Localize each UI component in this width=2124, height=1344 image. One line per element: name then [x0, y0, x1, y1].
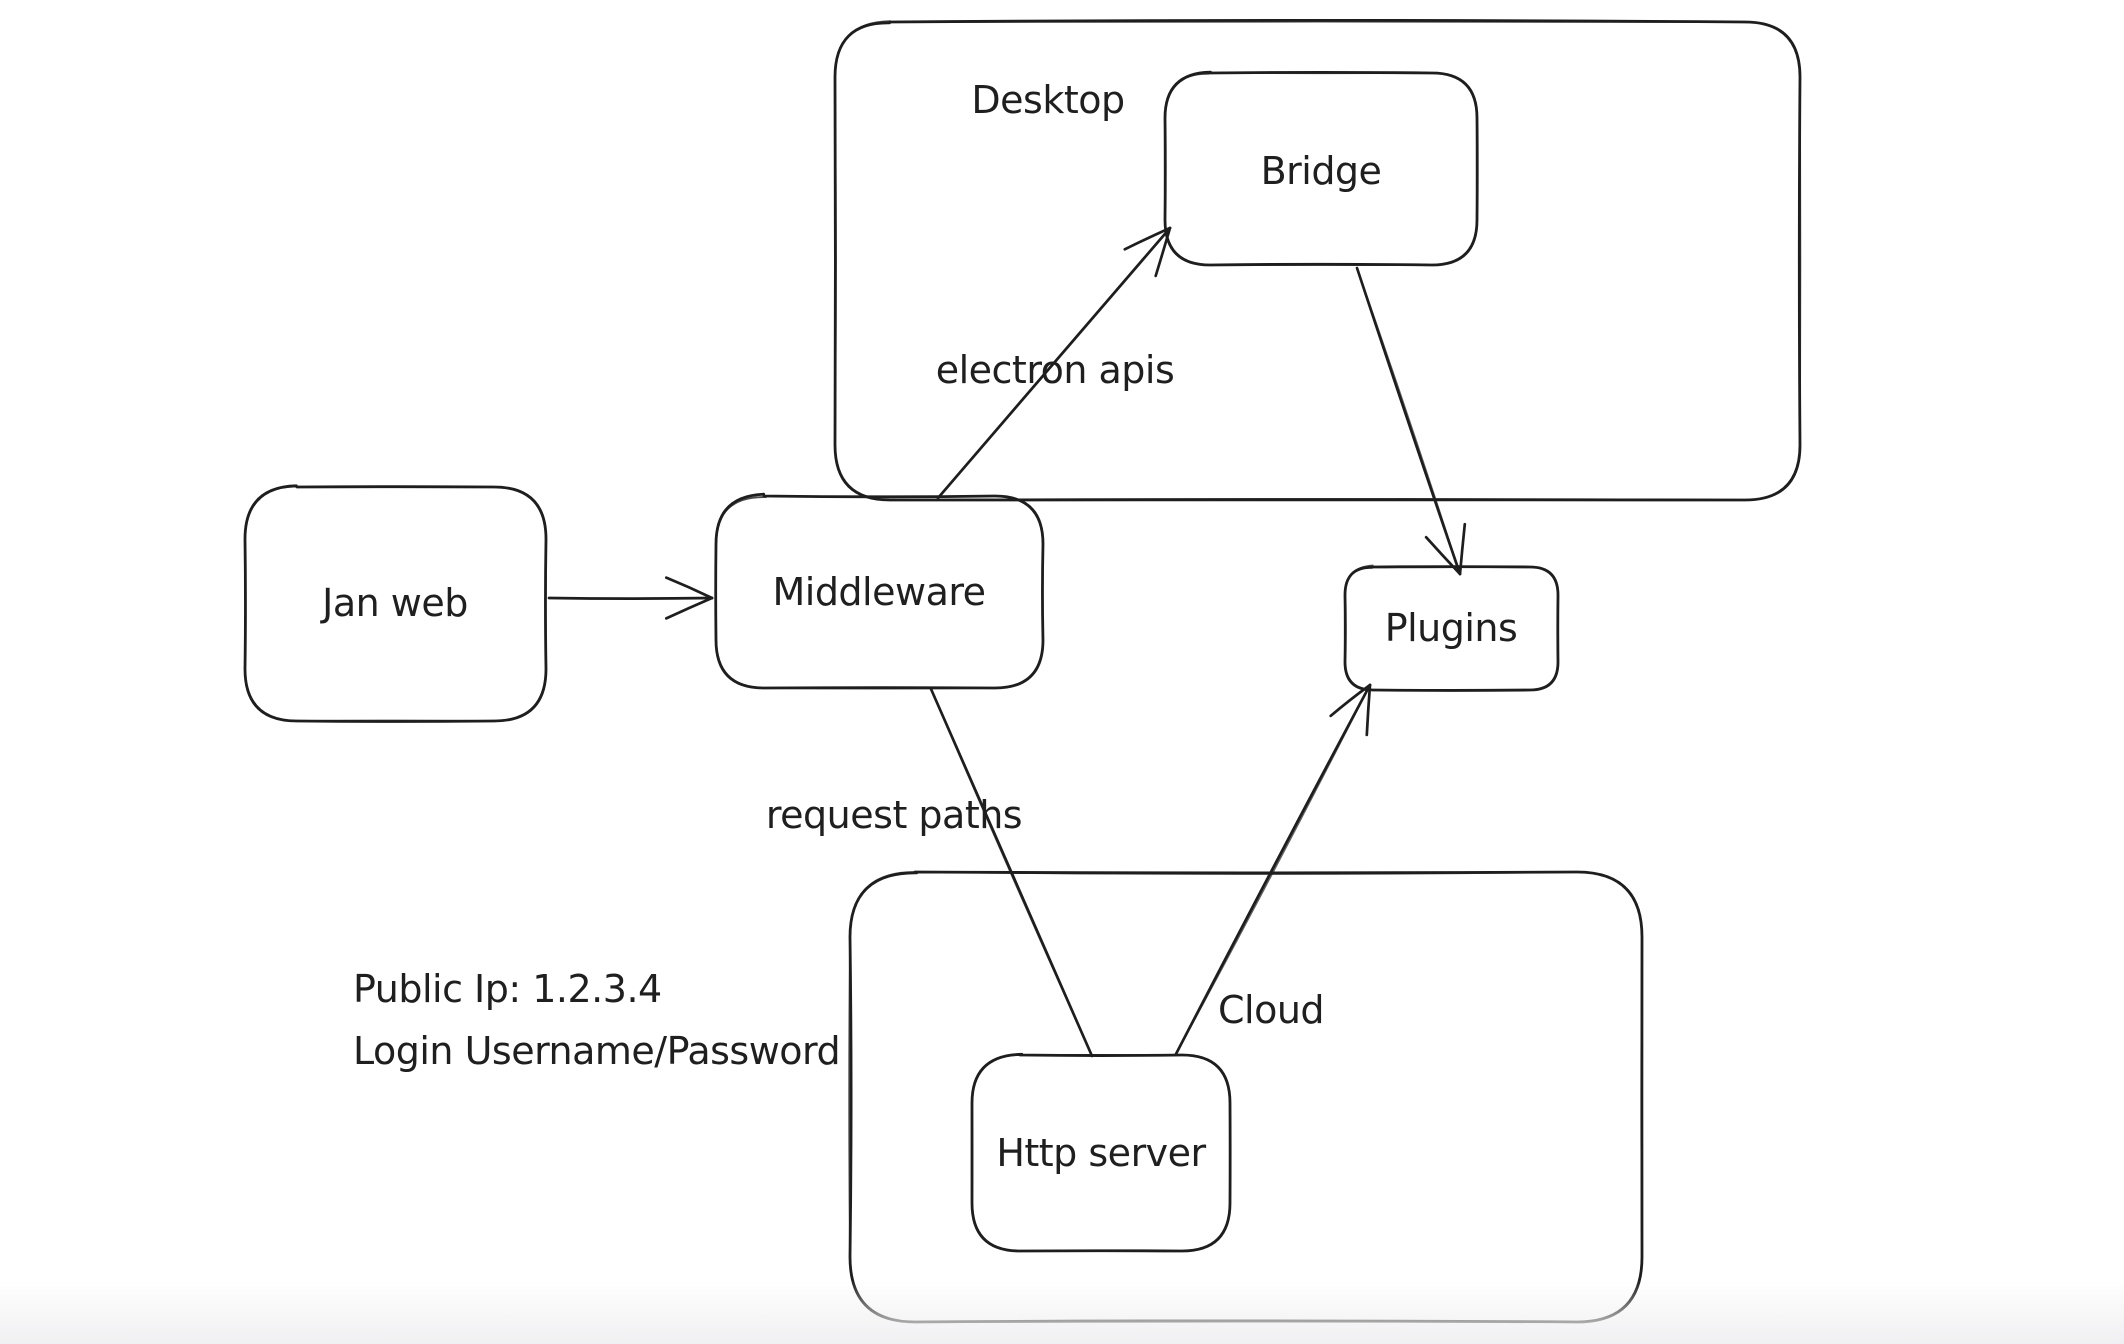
http-server-node-label[interactable]: Http server — [996, 1131, 1206, 1175]
plugins-node-label[interactable]: Plugins — [1384, 606, 1518, 650]
annotation-block[interactable]: Public Ip: 1.2.3.4 Login Username/Passwo… — [353, 958, 841, 1082]
desktop-container-shape[interactable] — [833, 18, 1802, 502]
jan-web-node-label[interactable]: Jan web — [322, 581, 468, 625]
middleware-node-shape[interactable] — [714, 492, 1045, 690]
middleware-node-label[interactable]: Middleware — [772, 570, 986, 614]
desktop-container-label[interactable]: Desktop — [971, 78, 1125, 122]
diagram-edges[interactable] — [547, 226, 1467, 1058]
bridge-node-shape[interactable] — [1163, 70, 1479, 267]
jan-web-node-shape[interactable] — [243, 484, 548, 723]
edge-label-electron-apis[interactable]: electron apis — [935, 348, 1175, 392]
annotation-login[interactable]: Login Username/Password — [353, 1029, 841, 1073]
annotation-public-ip[interactable]: Public Ip: 1.2.3.4 — [353, 967, 662, 1011]
plugins-node-shape[interactable] — [1343, 564, 1560, 692]
cloud-container-label[interactable]: Cloud — [1217, 988, 1325, 1032]
edge-label-request-paths[interactable]: request paths — [765, 793, 1023, 837]
cloud-container-shape[interactable] — [848, 870, 1644, 1324]
bridge-node-label[interactable]: Bridge — [1260, 149, 1382, 193]
http-server-node-shape[interactable] — [970, 1052, 1232, 1253]
